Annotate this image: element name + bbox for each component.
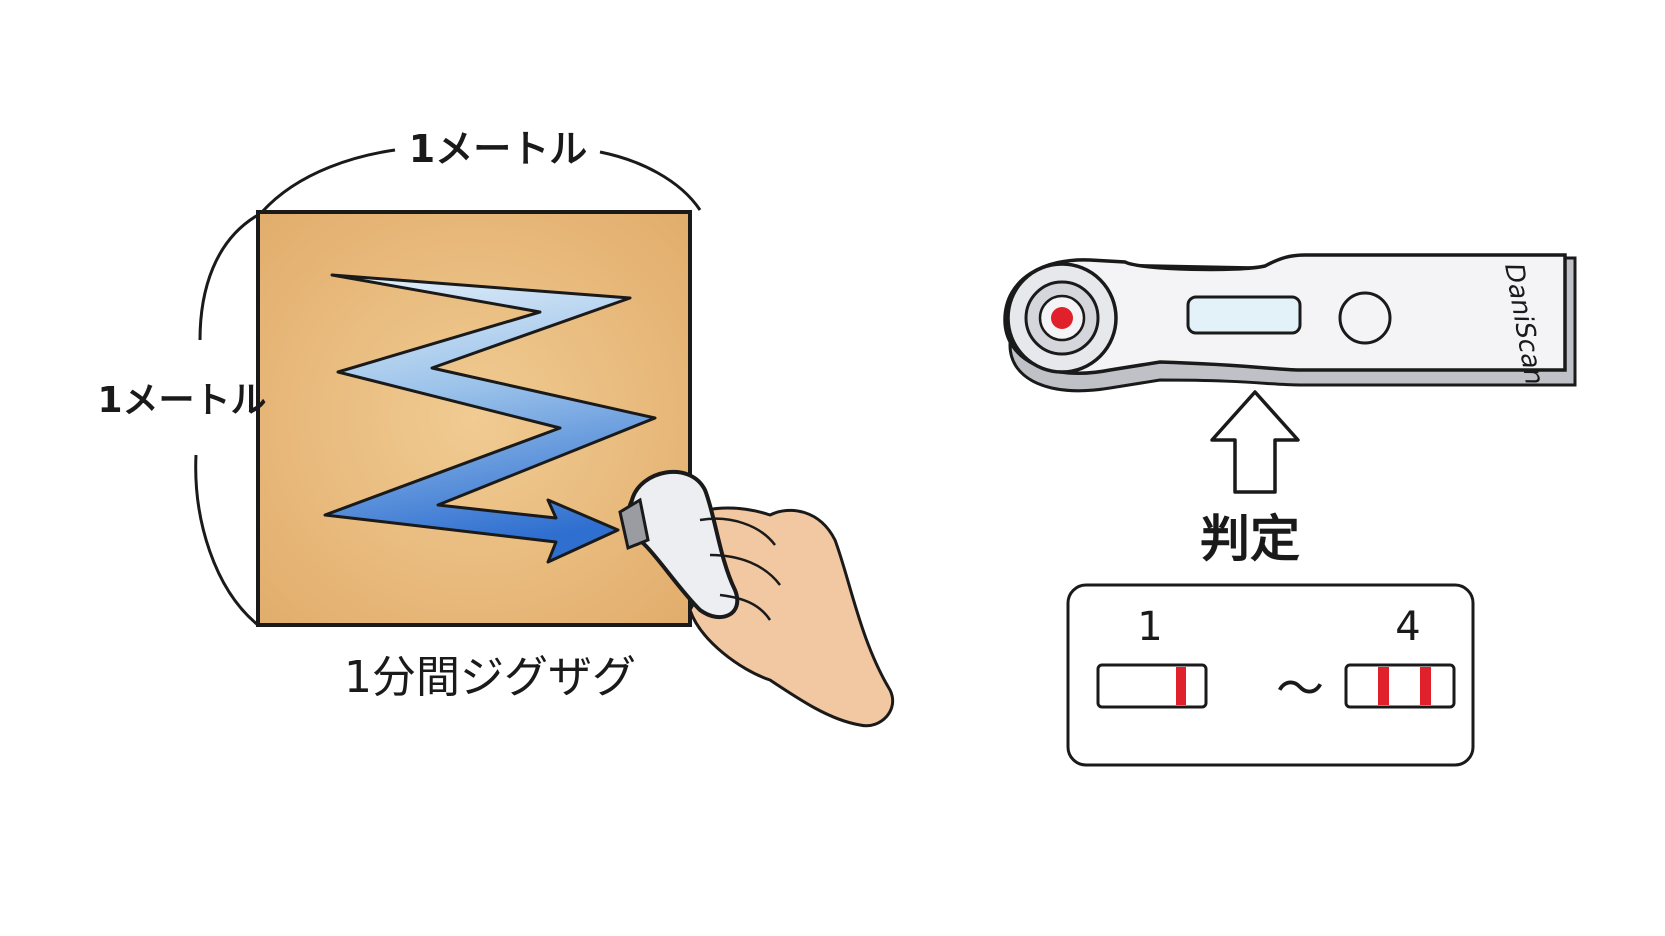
control-window xyxy=(1338,291,1392,345)
low-strip-line-1 xyxy=(1176,667,1186,705)
finger-lines xyxy=(699,517,781,621)
judge-label: 判定 xyxy=(1200,510,1300,568)
result-scale-frame xyxy=(1066,583,1475,767)
low-result-strip xyxy=(1096,663,1208,709)
floor-area: 1メートル 1メートル 1分間ジグザグ xyxy=(97,127,895,728)
result-scale: 1 4 〜 xyxy=(1066,583,1475,767)
zigzag-path xyxy=(323,273,657,564)
height-label: 1メートル xyxy=(97,380,266,421)
up-arrow-icon xyxy=(1210,390,1300,494)
width-label: 1メートル xyxy=(409,127,587,171)
motion-label: 1分間ジグザグ xyxy=(344,652,636,703)
sample-dot xyxy=(1051,307,1073,329)
zigzag-arrow xyxy=(323,273,657,564)
sampler-nozzle xyxy=(618,497,650,551)
hand-with-sampler xyxy=(618,470,895,728)
scale-range-symbol: 〜 xyxy=(1276,661,1324,717)
high-result-strip xyxy=(1344,663,1456,709)
high-strip-line-1 xyxy=(1378,667,1389,705)
sampler-icon xyxy=(626,470,740,620)
high-strip-line-2 xyxy=(1420,667,1431,705)
top-dimension-arc xyxy=(260,148,702,214)
test-device: DaniScan xyxy=(1003,253,1577,393)
left-dimension-arc xyxy=(194,213,259,627)
scale-low-value: 1 xyxy=(1137,604,1162,650)
scale-high-value: 4 xyxy=(1395,604,1420,650)
result-window xyxy=(1186,295,1302,335)
hand-icon xyxy=(688,506,895,728)
